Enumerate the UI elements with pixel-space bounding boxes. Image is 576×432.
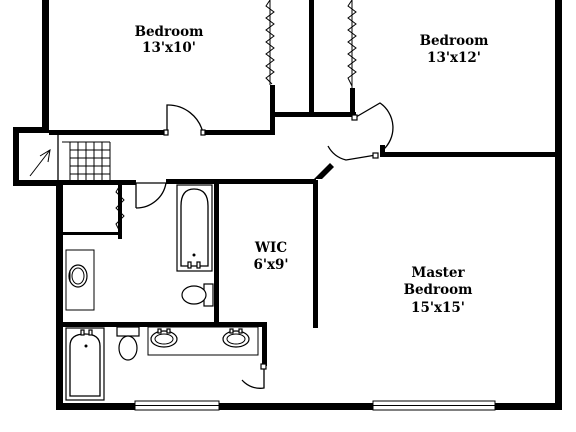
- room-master-size: 15'x15': [411, 300, 465, 316]
- toilet-2: [116, 326, 140, 361]
- room-bedroom-1-size: 13'x10': [142, 40, 196, 56]
- room-bedroom-1-name: Bedroom: [135, 24, 204, 40]
- linen-door: [115, 184, 125, 233]
- room-labels: Bedroom 13'x10' Bedroom 13'x12' WIC 6'x9…: [135, 24, 489, 316]
- room-wic-size: 6'x9': [253, 257, 288, 273]
- wall-stair-top: [13, 127, 49, 133]
- room-master-name: Master: [411, 265, 465, 281]
- double-vanity: [147, 326, 259, 356]
- wall-stair-bottom: [13, 180, 59, 186]
- closet-doors: [115, 0, 357, 233]
- wall-bottom: [56, 403, 562, 410]
- door-bath2: [241, 366, 265, 389]
- wall-bedroom2-door-post: [380, 145, 385, 157]
- wall-wic-master: [313, 180, 318, 328]
- wall-bedroom2-left: [309, 0, 314, 117]
- wall-bath-lower: [63, 322, 267, 327]
- door-bath1: [135, 182, 167, 209]
- wall-left-lower: [56, 180, 63, 410]
- wall-right: [555, 0, 562, 410]
- wall-closet2-right: [350, 88, 355, 117]
- door-bedroom2: [355, 102, 394, 151]
- door-master: [327, 145, 377, 161]
- bathtub-2: [65, 327, 105, 401]
- wall-bedroom2-bottom: [383, 152, 558, 157]
- room-master-name2: Bedroom: [404, 282, 473, 298]
- wall-stair-left: [13, 127, 19, 185]
- closet-door-2: [347, 0, 357, 87]
- windows: [134, 400, 496, 411]
- wall-bath1-left-inner: [63, 232, 122, 235]
- wall-bath2-right: [262, 322, 267, 366]
- toilet-1: [181, 283, 214, 307]
- wall-left-upper: [42, 0, 49, 131]
- wall-bath-wic: [214, 184, 219, 324]
- room-bedroom-2-size: 13'x12': [427, 50, 481, 66]
- door-bedroom1: [166, 104, 204, 134]
- closet-door-1: [265, 0, 275, 85]
- room-bedroom-2-name: Bedroom: [420, 33, 489, 49]
- fixtures: [65, 184, 259, 401]
- room-wic-name: WIC: [254, 240, 287, 256]
- wall-bedroom1-bottom-b: [203, 130, 275, 135]
- wall-hall-bottom-a: [56, 180, 136, 185]
- wall-bedroom1-bottom-a: [49, 130, 167, 135]
- wall-hall-bottom-b: [166, 179, 316, 184]
- stairs: [29, 133, 111, 182]
- walls: [13, 0, 562, 410]
- wall-angle: [314, 163, 334, 179]
- bathtub-1: [176, 184, 213, 272]
- sink-1: [65, 249, 95, 311]
- wall-bedroom-partition: [270, 85, 275, 135]
- door-swings: [135, 102, 394, 389]
